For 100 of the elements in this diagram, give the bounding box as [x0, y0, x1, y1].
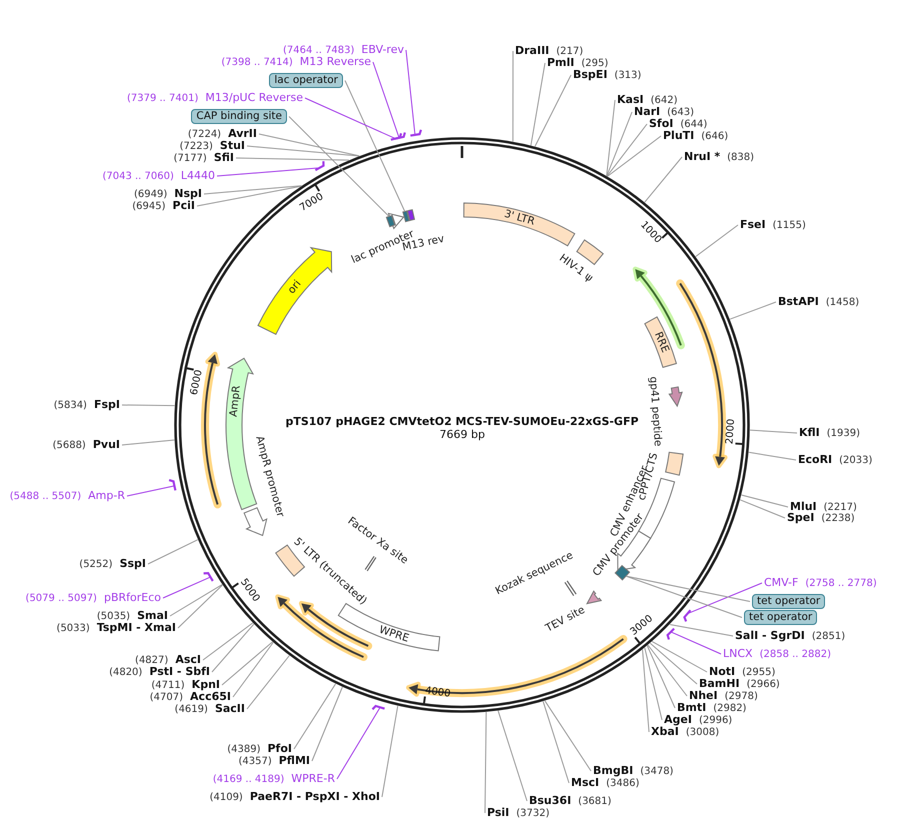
primer-name: L4440	[180, 169, 215, 182]
site-position: (4707)	[150, 691, 184, 704]
leader-line	[246, 146, 360, 156]
site-position: (4827)	[135, 654, 168, 667]
leader-line	[162, 576, 211, 598]
scale-label: 6000	[188, 369, 205, 396]
leader-line	[650, 642, 698, 684]
site-position: (2238)	[821, 512, 855, 525]
feature-label: RRE	[652, 330, 672, 354]
enzyme-name: MscI	[571, 776, 600, 789]
site-position: (3732)	[516, 807, 550, 820]
enzyme-name: NarI	[634, 105, 660, 118]
site-position: (3478)	[640, 765, 674, 778]
leader-line	[534, 74, 572, 147]
enzyme-name: EcoRI	[798, 453, 832, 466]
leader-line	[372, 62, 400, 138]
leader-line	[246, 655, 290, 710]
enzyme-name: AgeI	[664, 713, 692, 726]
enzyme-name: NotI	[709, 665, 736, 678]
leader-line	[644, 647, 662, 720]
leader-line	[512, 50, 514, 142]
enzyme-name: PsiI	[487, 806, 510, 819]
primer-name: CMV-F	[764, 576, 798, 589]
enzyme-name: SalI - SgrDI	[735, 629, 805, 642]
enzyme-name: BspEI	[573, 68, 608, 81]
leader-line	[484, 712, 487, 814]
enzyme-name: FseI	[740, 218, 766, 231]
enzyme-name: SmaI	[137, 609, 168, 622]
leader-line	[294, 683, 336, 750]
primer-position: (5488 .. 5507)	[10, 490, 82, 503]
enzyme-name: AscI	[175, 653, 201, 666]
site-position: (217)	[556, 45, 584, 58]
leader-line	[304, 98, 396, 140]
leader-line	[212, 624, 254, 672]
site-position: (7223)	[180, 140, 213, 153]
leader-line	[498, 710, 528, 802]
site-position: (5252)	[79, 558, 113, 571]
enzyme-name: NheI	[689, 689, 718, 702]
leader-line	[122, 404, 176, 406]
leader-line	[122, 440, 175, 446]
site-position: (646)	[701, 130, 728, 143]
enzyme-name: NruI *	[684, 150, 720, 163]
leader-line	[170, 584, 223, 616]
scale-label: 4000	[424, 686, 452, 700]
leader-line	[204, 185, 302, 194]
feature-tag: CAP binding site	[191, 109, 287, 124]
enzyme-name: SfoI	[649, 117, 674, 130]
leader-line	[126, 485, 175, 496]
enzyme-name: AvrII	[228, 127, 257, 140]
site-position: (4820)	[109, 666, 142, 679]
primer-name: EBV-rev	[361, 43, 404, 56]
leader-line	[148, 539, 198, 564]
leader-line	[232, 642, 274, 698]
site-position: (4619)	[174, 703, 208, 716]
site-position: (2033)	[839, 454, 872, 467]
leader-line	[606, 136, 662, 177]
primer-name: M13/pUC Reverse	[205, 91, 303, 104]
enzyme-name: KflI	[799, 426, 820, 439]
primer-name: WPRE-R	[291, 772, 335, 785]
enzyme-name: FspI	[94, 398, 120, 411]
primer-name: pBRforEco	[104, 591, 161, 604]
site-position: (5035)	[96, 610, 130, 623]
feature-tag: lac operator	[269, 73, 343, 88]
leader-line	[748, 452, 796, 460]
primer-position: (7464 .. 7483)	[283, 44, 354, 56]
leader-line	[258, 134, 360, 156]
site-position: (4711)	[151, 679, 185, 692]
leader-line	[686, 582, 762, 614]
leader-line	[196, 186, 302, 206]
enzyme-name: PvuI	[92, 438, 120, 451]
enzyme-name: MluI	[790, 500, 817, 513]
site-position: (3008)	[686, 726, 720, 739]
site-position: (2955)	[742, 666, 776, 679]
leader-line	[669, 624, 734, 636]
enzyme-name: PflMI	[278, 754, 310, 767]
plasmid-length: 7669 bp	[440, 428, 485, 441]
feature-label: gp41 peptide	[647, 376, 664, 447]
enzyme-name: PciI	[172, 199, 195, 212]
enzyme-name: PfoI	[268, 742, 292, 755]
site-position: (2996)	[698, 714, 732, 727]
site-position: (642)	[650, 94, 678, 107]
leader-line	[288, 116, 390, 217]
leader-line	[312, 686, 343, 762]
leader-line	[646, 645, 676, 708]
feature-label: 3' LTR	[502, 208, 536, 228]
primer-position: (5079 .. 5097)	[26, 592, 97, 605]
site-position: (313)	[614, 69, 642, 82]
enzyme-name: NspI	[174, 187, 202, 200]
leader-line	[644, 156, 682, 203]
enzyme-name: BmgBI	[593, 764, 634, 777]
leader-line	[336, 706, 381, 780]
leader-line	[652, 640, 708, 672]
scale-label: 2000	[724, 418, 738, 444]
primer-position: (7379 .. 7401)	[126, 92, 198, 105]
leader-line	[642, 649, 650, 732]
plasmid-name: pTS107 pHAGE2 CMVtetO2 MCS-TEV-SUMOEu-22xGS-GFP	[286, 415, 639, 428]
site-position: (6949)	[134, 188, 168, 201]
enzyme-name: Bsu36I	[529, 794, 572, 807]
leader-line	[740, 494, 788, 508]
site-position: (1155)	[772, 219, 806, 232]
